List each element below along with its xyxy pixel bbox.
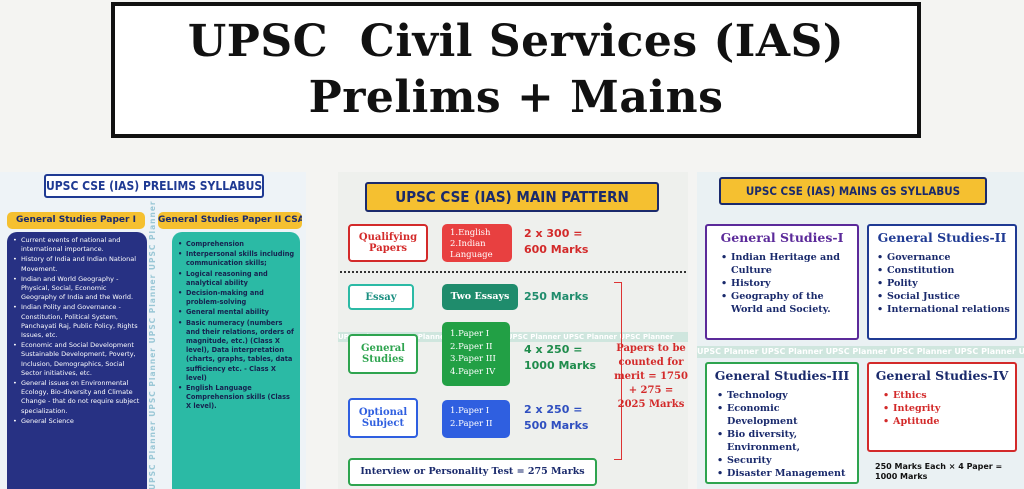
list-item: Current events of national and internati… xyxy=(13,236,143,254)
gs2-title: General Studies-II xyxy=(877,230,1007,245)
general-studies-text: General Studies xyxy=(360,343,406,365)
mains-pattern-title: UPSC CSE (IAS) MAIN PATTERN xyxy=(365,182,659,212)
list-item: Polity xyxy=(877,277,1011,290)
gs-paper-1-tab: General Studies Paper I xyxy=(7,212,145,229)
list-item: Disaster Management xyxy=(717,467,853,480)
list-item: English Language Comprehension skills (C… xyxy=(178,384,296,412)
paper-item: 4.Paper IV xyxy=(450,366,496,377)
marks-formula: 2 x 300 = xyxy=(524,227,583,240)
prelims-syllabus-title: UPSC CSE (IAS) PRELIMS SYLLABUS xyxy=(44,174,264,198)
merit-bracket xyxy=(614,282,622,460)
mains-pattern-panel: UPSC CSE (IAS) MAIN PATTERN Qualifying P… xyxy=(338,172,688,489)
page-title-line-2: Prelims + Mains xyxy=(308,72,724,123)
paper-item: 1.English xyxy=(450,228,491,238)
general-studies-marks: 4 x 250 = 1000 Marks xyxy=(524,342,596,374)
list-item: History of India and Indian National Mov… xyxy=(13,255,143,273)
gs2-card: General Studies-II Governance Constituti… xyxy=(867,224,1017,340)
list-item: General mental ability xyxy=(178,308,296,317)
list-item: Aptitude xyxy=(883,415,1011,428)
gs1-title: General Studies-I xyxy=(720,230,844,245)
qualifying-papers-label: Qualifying Papers xyxy=(348,224,428,262)
gs-paper-1-list: Current events of national and internati… xyxy=(7,232,147,489)
title-banner: UPSC Civil Services (IAS) Prelims + Main… xyxy=(111,2,921,138)
marks-total: 500 Marks xyxy=(524,419,589,432)
marks-total: 1000 Marks xyxy=(524,359,597,372)
list-item: Integrity xyxy=(883,402,1011,415)
mains-gs-title: UPSC CSE (IAS) MAINS GS SYLLABUS xyxy=(719,177,987,205)
gs1-card: General Studies-I Indian Heritage and Cu… xyxy=(705,224,859,340)
gs4-card: General Studies-IV Ethics Integrity Apti… xyxy=(867,362,1017,452)
gs-paper-2-list: Comprehension Interpersonal skills inclu… xyxy=(172,232,300,489)
list-item: Geography of the World and Society. xyxy=(721,290,853,316)
section-divider xyxy=(340,271,686,273)
gs3-card: General Studies-III Technology Economic … xyxy=(705,362,859,484)
list-item: Ethics xyxy=(883,389,1011,402)
list-item: Basic numeracy (numbers and their relati… xyxy=(178,319,296,383)
paper-item: 1.Paper I xyxy=(450,329,490,339)
marks-formula: 4 x 250 = xyxy=(524,343,583,356)
list-item: Constitution xyxy=(877,264,1011,277)
gs3-title: General Studies-III xyxy=(714,368,850,383)
optional-subject-marks: 2 x 250 = 500 Marks xyxy=(524,402,588,434)
list-item: General issues on Environmental Ecology,… xyxy=(13,379,143,416)
list-item: Social Justice xyxy=(877,290,1011,303)
optional-subject-label: Optional Subject xyxy=(348,398,418,438)
qualifying-papers-badge: 1.English 2.Indian Language xyxy=(442,224,512,262)
list-item: Decision-making and problem-solving xyxy=(178,289,296,307)
list-item: Indian Heritage and Culture xyxy=(721,251,853,277)
paper-item: 2.Paper II xyxy=(450,341,493,352)
paper-item: 3.Paper III xyxy=(450,354,496,364)
list-item: Technology xyxy=(717,389,853,402)
list-item: Logical reasoning and analytical ability xyxy=(178,270,296,288)
list-item: Security xyxy=(717,454,853,467)
list-item: Indian and World Geography - Physical, S… xyxy=(13,275,143,303)
mains-gs-syllabus-panel: UPSC CSE (IAS) MAINS GS SYLLABUS General… xyxy=(697,172,1024,489)
qualifying-papers-text: Qualifying Papers xyxy=(358,232,418,254)
list-item: Governance xyxy=(877,251,1011,264)
gs-marks-footer: 250 Marks Each × 4 Paper = 1000 Marks xyxy=(875,462,1003,481)
general-studies-label: General Studies xyxy=(348,334,418,374)
list-item: Comprehension xyxy=(178,240,296,249)
list-item: Bio diversity, Environment, xyxy=(717,428,853,454)
essay-marks: 250 Marks xyxy=(524,290,589,303)
prelims-syllabus-panel: UPSC CSE (IAS) PRELIMS SYLLABUS General … xyxy=(0,172,306,489)
marks-total: 600 Marks xyxy=(524,243,589,256)
gs4-title: General Studies-IV xyxy=(875,368,1009,383)
general-studies-badge: 1.Paper I 2.Paper II 3.Paper III 4.Paper… xyxy=(442,322,510,386)
marks-formula: 2 x 250 = xyxy=(524,403,583,416)
optional-subject-text: Optional Subject xyxy=(358,407,408,429)
interview-box: Interview or Personality Test = 275 Mark… xyxy=(348,458,597,486)
list-item: Interpersonal skills including communica… xyxy=(178,250,296,268)
list-item: Indian Polity and Governance - Constitut… xyxy=(13,303,143,340)
optional-subject-badge: 1.Paper I 2.Paper II xyxy=(442,400,510,438)
paper-item: 1.Paper I xyxy=(450,406,490,416)
paper-item: 2.Indian Language xyxy=(450,239,493,260)
qualifying-marks: 2 x 300 = 600 Marks xyxy=(524,226,588,258)
list-item: General Science xyxy=(13,417,143,426)
list-item: International relations xyxy=(877,303,1011,316)
paper-item: 2.Paper II xyxy=(450,419,493,429)
essay-badge: Two Essays xyxy=(442,284,518,310)
planner-watermark: UPSC Planner UPSC Planner UPSC Planner U… xyxy=(148,200,157,489)
essay-label: Essay xyxy=(348,284,414,310)
planner-watermark-strip: UPSC Planner UPSC Planner UPSC Planner U… xyxy=(697,346,1024,358)
gs-paper-2-csat-tab: General Studies Paper II CSAT xyxy=(158,212,302,229)
list-item: Economic Development xyxy=(717,402,853,428)
list-item: History xyxy=(721,277,853,290)
list-item: Economic and Social Development Sustaina… xyxy=(13,341,143,378)
merit-total-note: Papers to be counted for merit = 1750 + … xyxy=(614,343,688,410)
page-title-line-1: UPSC Civil Services (IAS) xyxy=(187,16,845,67)
